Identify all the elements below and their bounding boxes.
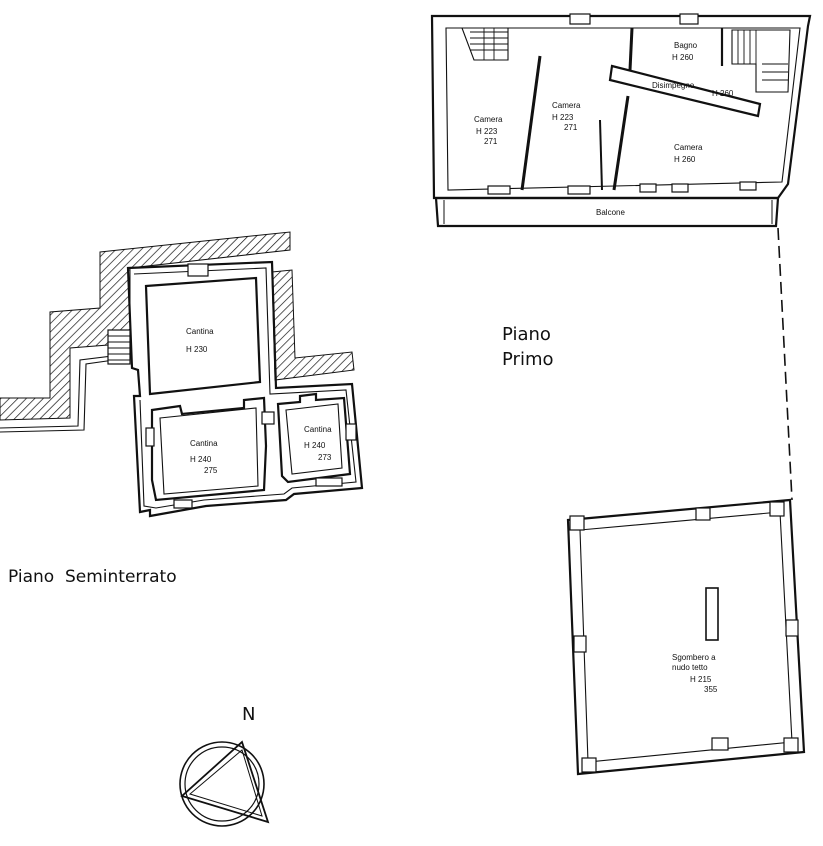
cantina-3-height: H 240 xyxy=(304,441,326,450)
cantina-3-height-max: 273 xyxy=(318,453,332,462)
sgombero-name-line1: Sgombero a xyxy=(672,653,716,662)
camera-1-height-max: 271 xyxy=(484,137,498,146)
stair-right xyxy=(731,29,791,93)
compass-icon xyxy=(179,740,270,827)
cantina-1-height: H 230 xyxy=(186,345,208,354)
sgombero-plan xyxy=(566,498,806,776)
small-stair xyxy=(107,329,131,365)
first-floor-plan xyxy=(430,13,812,501)
earth-hatch-right xyxy=(271,269,355,381)
camera-3-name: Camera xyxy=(674,143,703,152)
cantina-2-height: H 240 xyxy=(190,455,212,464)
bagno-name: Bagno xyxy=(674,41,698,50)
basement-plan xyxy=(0,231,364,518)
north-label: N xyxy=(242,704,255,725)
camera-3-height: H 260 xyxy=(674,155,696,164)
cantina-2-height-max: 275 xyxy=(204,466,218,475)
sgombero-name-line2: nudo tetto xyxy=(672,663,708,672)
earth-hatch xyxy=(0,231,291,421)
balcone-name: Balcone xyxy=(596,208,625,217)
sgombero-height: H 215 xyxy=(690,675,712,684)
cantina-3-walls xyxy=(276,392,352,484)
camera-2-height-max: 271 xyxy=(564,123,578,132)
balcony-outline xyxy=(434,196,780,228)
basement-title: Piano Seminterrato xyxy=(8,567,177,587)
basement-outer-wall xyxy=(126,260,364,518)
camera-1-height: H 223 xyxy=(476,127,498,136)
disimpegno-height: H 260 xyxy=(712,89,734,98)
cantina-2-walls xyxy=(150,396,268,502)
sgombero-outer-wall xyxy=(566,498,806,776)
cantina-1-name: Cantina xyxy=(186,327,214,336)
cantina-2-name: Cantina xyxy=(190,439,218,448)
sgombero-height-max: 355 xyxy=(704,685,718,694)
first-floor-title-line2: Primo xyxy=(502,349,554,370)
bagno-height: H 260 xyxy=(672,53,694,62)
first-floor-title-line1: Piano xyxy=(502,324,551,345)
camera-2-name: Camera xyxy=(552,101,581,110)
stair-left xyxy=(461,27,509,61)
cantina-3-name: Cantina xyxy=(304,425,332,434)
camera-1-name: Camera xyxy=(474,115,503,124)
camera-2-height: H 223 xyxy=(552,113,574,122)
cantina-1-walls xyxy=(144,276,262,396)
first-floor-outer-wall xyxy=(430,14,812,200)
disimpegno-name: Disimpegno xyxy=(652,81,695,90)
